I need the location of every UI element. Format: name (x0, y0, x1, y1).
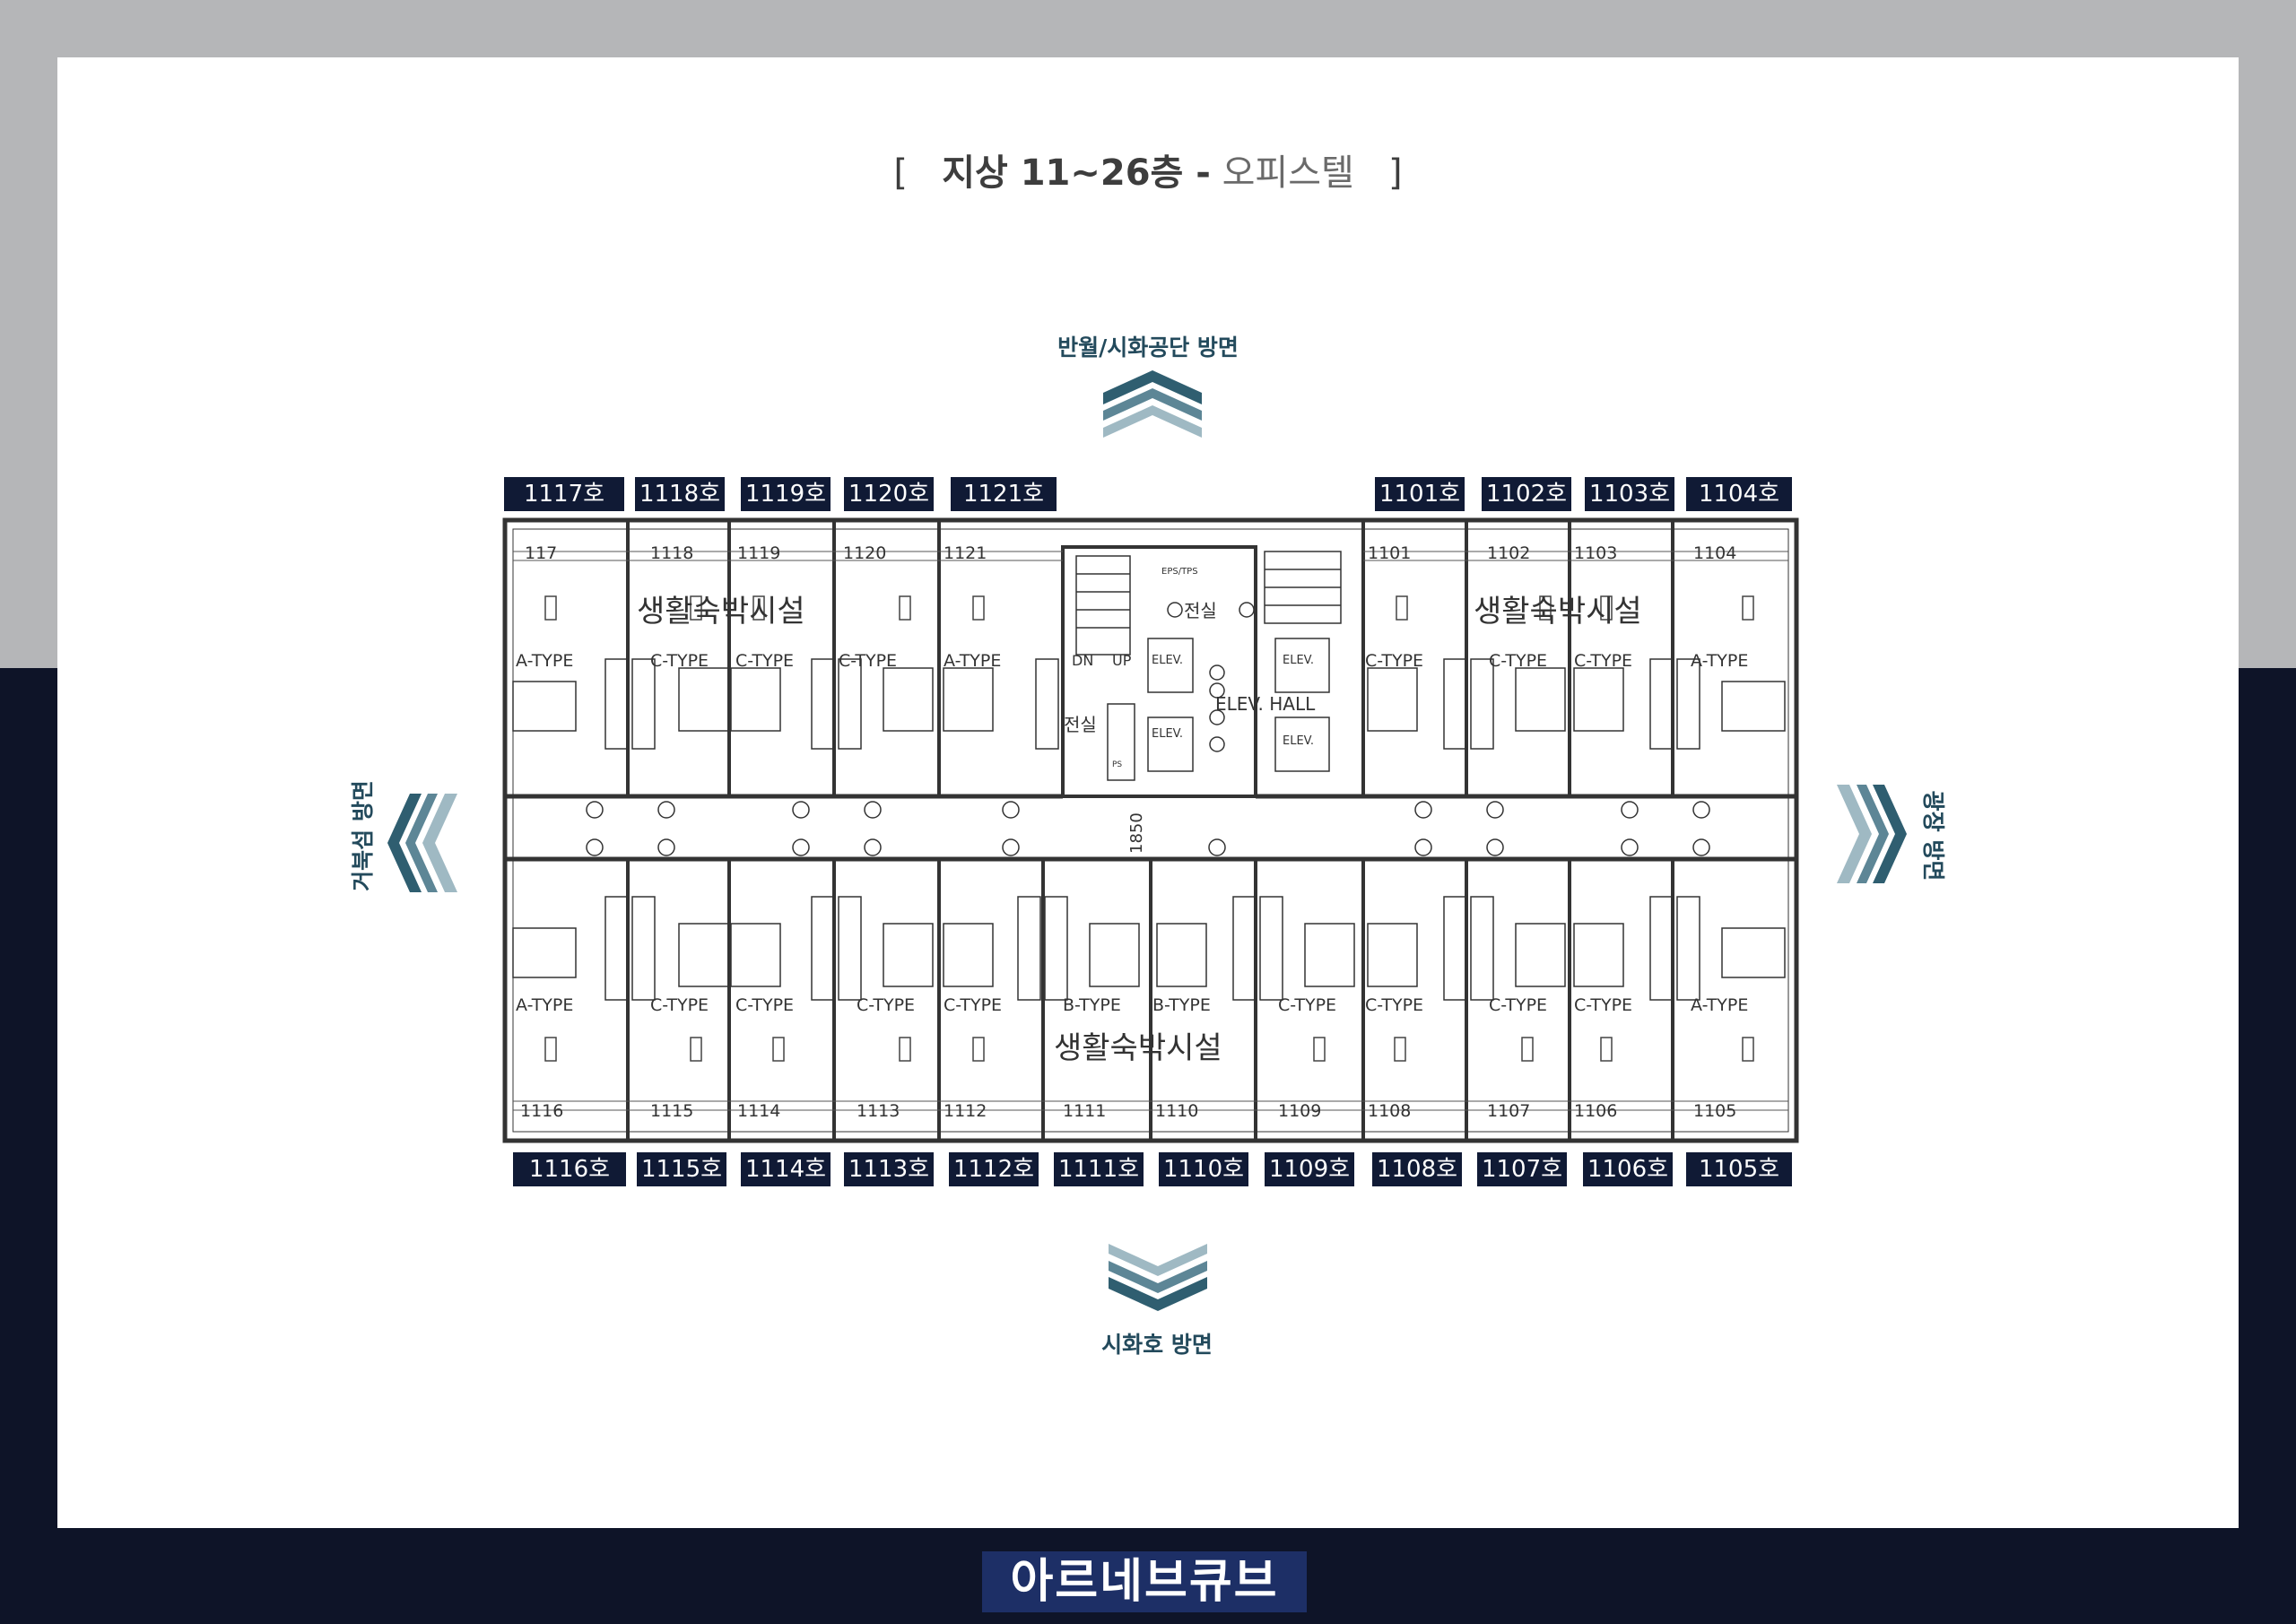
door-swings (586, 602, 1710, 856)
title-open-bracket: [ (893, 152, 909, 194)
unit-label-1116: 1116호 (513, 1152, 626, 1186)
plan-room-number: 1112 (944, 1101, 987, 1121)
core-dn: DN (1072, 652, 1093, 669)
floor-plan: 117 1118 1119 1120 1121 1101 1102 1103 1… (502, 517, 1799, 1143)
plan-room-number: 1116 (520, 1101, 563, 1121)
unit-label-1101: 1101호 (1375, 477, 1465, 511)
type-label: C-TYPE (735, 995, 794, 1015)
type-label: A-TYPE (944, 651, 1001, 671)
direction-right-label: 광장 방면 (1920, 790, 1946, 881)
core-elev-hall: ELEV. HALL (1215, 693, 1316, 715)
unit-label-1114: 1114호 (741, 1152, 831, 1186)
unit-label-1111: 1111호 (1054, 1152, 1144, 1186)
bottom-bathrooms (512, 896, 1786, 1001)
plan-room-number: 1111 (1063, 1101, 1106, 1121)
type-label: C-TYPE (1365, 651, 1423, 671)
type-label: B-TYPE (1152, 995, 1211, 1015)
type-label: A-TYPE (1691, 995, 1748, 1015)
unit-label-1107: 1107호 (1477, 1152, 1567, 1186)
type-label: C-TYPE (1278, 995, 1336, 1015)
plan-room-number: 1109 (1278, 1101, 1321, 1121)
core-elev: ELEV. (1152, 654, 1183, 667)
plan-room-number: 1121 (944, 543, 987, 563)
unit-label-1109: 1109호 (1265, 1152, 1354, 1186)
type-label: C-TYPE (735, 651, 794, 671)
type-label: B-TYPE (1063, 995, 1121, 1015)
unit-label-1102: 1102호 (1482, 477, 1571, 511)
direction-left-label: 거북섬 방면 (350, 780, 376, 891)
page-title: [ 지상 11~26층 - 오피스텔 ] (0, 143, 2296, 195)
type-label: C-TYPE (1574, 651, 1632, 671)
plan-room-number: 1115 (650, 1101, 693, 1121)
arrow-right-icon (1837, 785, 1907, 883)
plan-room-number: 1119 (737, 543, 780, 563)
type-label: C-TYPE (839, 651, 897, 671)
direction-top-label: 반월/시화공단 방면 (1057, 334, 1239, 360)
core-ps: PS (1112, 760, 1122, 769)
type-label: C-TYPE (857, 995, 915, 1015)
unit-label-1115: 1115호 (637, 1152, 726, 1186)
unit-label-1105: 1105호 (1686, 1152, 1792, 1186)
type-label: C-TYPE (650, 651, 709, 671)
core-up: UP (1112, 652, 1132, 669)
plan-room-number: 1120 (843, 543, 886, 563)
plan-room-number: 1105 (1693, 1101, 1736, 1121)
unit-label-1106: 1106호 (1583, 1152, 1673, 1186)
core-dimension: 1850 (1127, 812, 1146, 854)
unit-label-1119: 1119호 (741, 477, 831, 511)
arrow-left-icon (387, 794, 457, 892)
plan-room-number: 1110 (1155, 1101, 1198, 1121)
facility-label: 생활숙박시설 (1474, 594, 1642, 630)
type-label: A-TYPE (516, 995, 573, 1015)
unit-label-1110: 1110호 (1159, 1152, 1248, 1186)
unit-label-1118: 1118호 (635, 477, 725, 511)
type-label: C-TYPE (1489, 651, 1547, 671)
core-elec-room: 전실 (1064, 714, 1097, 735)
facility-label: 생활숙박시설 (1054, 1030, 1222, 1066)
type-label: C-TYPE (1365, 995, 1423, 1015)
title-floor: 지상 11~26층 - (942, 152, 1211, 194)
plan-room-number: 117 (525, 543, 557, 563)
plan-room-number: 1103 (1574, 543, 1617, 563)
core-elev: ELEV. (1283, 654, 1314, 667)
unit-label-1108: 1108호 (1372, 1152, 1462, 1186)
arrow-down-icon (1109, 1244, 1207, 1311)
core-elec-room: 전실 (1184, 600, 1217, 621)
type-label: C-TYPE (1574, 995, 1632, 1015)
unit-label-1103: 1103호 (1585, 477, 1674, 511)
title-type: 오피스텔 (1222, 152, 1354, 194)
plan-room-number: 1101 (1368, 543, 1411, 563)
core-block (1061, 545, 1257, 798)
arrow-up-icon (1103, 370, 1202, 438)
unit-label-1121: 1121호 (951, 477, 1057, 511)
plan-room-number: 1104 (1693, 543, 1736, 563)
title-close-bracket: ] (1387, 152, 1403, 194)
plan-room-number: 1113 (857, 1101, 900, 1121)
unit-label-1113: 1113호 (844, 1152, 934, 1186)
brand-logo: 아르네브큐브 (982, 1551, 1307, 1612)
plan-room-number: 1106 (1574, 1101, 1617, 1121)
facility-label: 생활숙박시설 (637, 594, 805, 630)
plan-room-number: 1118 (650, 543, 693, 563)
plan-room-number: 1102 (1487, 543, 1530, 563)
type-label: A-TYPE (516, 651, 573, 671)
core-eps: EPS/TPS (1161, 567, 1198, 577)
core-elev: ELEV. (1152, 727, 1183, 741)
plan-room-number: 1107 (1487, 1101, 1530, 1121)
core-elev: ELEV. (1283, 734, 1314, 748)
type-label: A-TYPE (1691, 651, 1748, 671)
unit-label-1104: 1104호 (1686, 477, 1792, 511)
unit-label-1117: 1117호 (504, 477, 624, 511)
top-bathrooms (512, 658, 1786, 750)
unit-label-1112: 1112호 (949, 1152, 1039, 1186)
type-label: C-TYPE (650, 995, 709, 1015)
type-label: C-TYPE (1489, 995, 1547, 1015)
plan-room-number: 1108 (1368, 1101, 1411, 1121)
unit-label-1120: 1120호 (844, 477, 934, 511)
top-unit-walls (626, 520, 1674, 796)
direction-bottom-label: 시화호 방면 (1101, 1332, 1213, 1358)
type-label: C-TYPE (944, 995, 1002, 1015)
plan-room-number: 1114 (737, 1101, 780, 1121)
